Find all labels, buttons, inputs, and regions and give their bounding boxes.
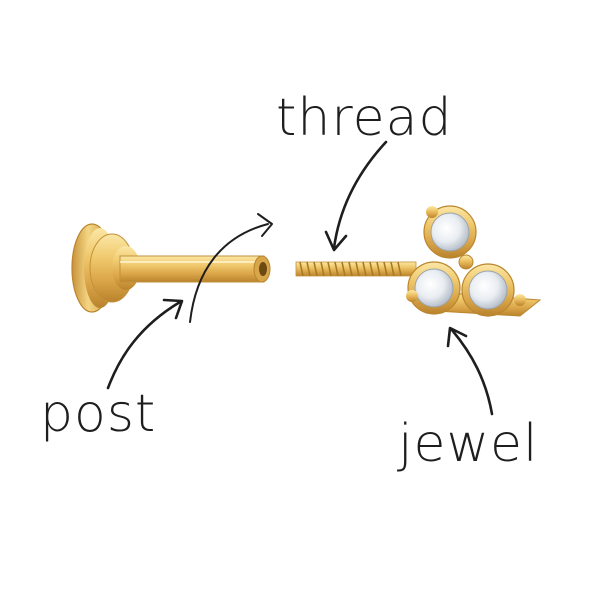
label-post: post [40, 384, 157, 444]
post-shaft [119, 255, 271, 283]
thread-arrow [324, 140, 388, 252]
label-thread: thread [276, 88, 453, 148]
label-jewel: jewel [398, 414, 539, 474]
jewel-top [406, 205, 542, 317]
insertion-arrow [189, 213, 273, 323]
thread-pin [295, 261, 417, 277]
jewel-arrow [446, 326, 494, 416]
post-arrow [106, 298, 184, 390]
